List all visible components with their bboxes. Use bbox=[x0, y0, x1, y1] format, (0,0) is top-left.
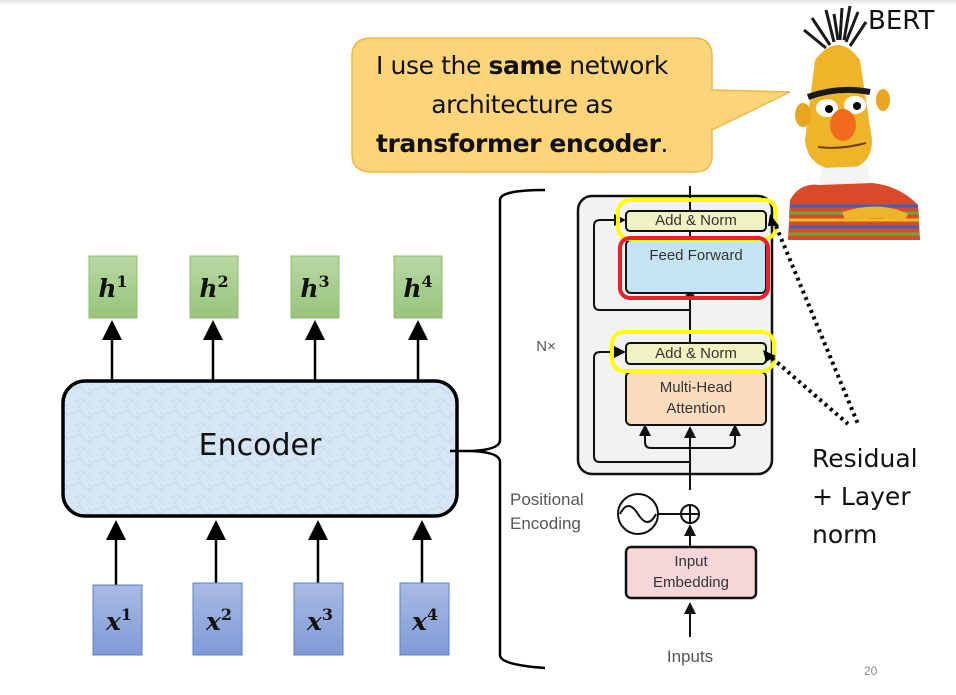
residual-path-bottom bbox=[593, 346, 690, 463]
bert-collar bbox=[818, 166, 872, 187]
side-note-line-1: Residual bbox=[812, 444, 918, 473]
repeat-label: N× bbox=[536, 338, 556, 355]
add-norm-bottom-highlight bbox=[610, 330, 776, 373]
bert-ear-right bbox=[876, 89, 890, 111]
input-box-x1 bbox=[92, 584, 143, 656]
bubble-text-same: same bbox=[488, 51, 563, 80]
sine-wave-icon bbox=[619, 505, 657, 523]
input-box-x4 bbox=[399, 582, 450, 656]
encoder-label: Encoder bbox=[198, 428, 322, 463]
output-box-h4 bbox=[393, 255, 443, 319]
speech-bubble-shape bbox=[351, 37, 791, 173]
feed-forward-highlight bbox=[618, 236, 770, 300]
add-norm-top-label: Add & Norm bbox=[655, 212, 737, 229]
bert-nose bbox=[830, 109, 856, 141]
output-box-h2 bbox=[189, 255, 239, 319]
encoder-box bbox=[61, 379, 459, 518]
input-tokens bbox=[92, 582, 450, 656]
input-box-x3 bbox=[293, 582, 344, 656]
bert-sweater bbox=[788, 183, 920, 240]
bert-eyebrow bbox=[806, 86, 871, 100]
speech-bubble-text: I use the same network architecture as t… bbox=[352, 46, 692, 163]
output-label-h4: h4 bbox=[403, 272, 433, 303]
page-number: 20 bbox=[864, 664, 878, 678]
bubble-text-transformer-encoder: transformer encoder bbox=[375, 129, 661, 158]
bubble-text-period: . bbox=[660, 129, 669, 158]
speech-bubble bbox=[351, 37, 791, 173]
curly-brace bbox=[469, 188, 546, 670]
output-box-h1 bbox=[88, 255, 138, 319]
positional-encoding-label: Positional Encoding bbox=[510, 490, 584, 533]
dotted-pointer-top bbox=[774, 225, 860, 425]
input-label-x2: x2 bbox=[205, 605, 233, 636]
side-note-line-2: + Layer bbox=[812, 482, 911, 511]
output-label-h2: h2 bbox=[199, 272, 229, 303]
output-box-h3 bbox=[290, 255, 340, 319]
input-embedding-label: Input Embedding bbox=[653, 553, 729, 591]
bert-hair bbox=[803, 5, 868, 50]
side-note-line-3: norm bbox=[812, 520, 878, 549]
bert-label: BERT bbox=[868, 6, 935, 36]
input-label-x3: x3 bbox=[306, 605, 334, 636]
input-label-x1: x1 bbox=[105, 605, 133, 636]
add-norm-top-block bbox=[625, 210, 767, 232]
output-tokens bbox=[88, 255, 443, 319]
residual-path-top bbox=[593, 214, 690, 311]
bubble-text-1: I use the bbox=[376, 51, 489, 80]
add-norm-bottom-label: Add & Norm bbox=[655, 345, 737, 362]
input-label-x4: x4 bbox=[411, 605, 439, 636]
input-box-x2 bbox=[192, 582, 243, 656]
inputs-label: Inputs bbox=[666, 647, 714, 666]
bert-mouth bbox=[817, 142, 867, 149]
residual-layer-norm-note: Residual + Layer norm bbox=[812, 440, 918, 554]
output-arrows bbox=[102, 320, 428, 381]
top-shadow bbox=[0, 0, 956, 6]
input-embedding-block bbox=[624, 545, 758, 600]
dotted-pointer-bottom bbox=[770, 356, 850, 426]
multi-head-attention-label: Multi-Head Attention bbox=[659, 379, 733, 417]
bert-ear-left bbox=[795, 103, 811, 127]
feed-forward-label: Feed Forward bbox=[649, 247, 743, 264]
bert-head bbox=[805, 45, 872, 170]
output-label-h1: h1 bbox=[98, 272, 128, 303]
bert-character-image bbox=[788, 5, 920, 240]
attention-qkv-split bbox=[644, 434, 736, 449]
bubble-text-2: network architecture as bbox=[431, 51, 668, 119]
input-arrows bbox=[106, 520, 432, 585]
output-label-h3: h3 bbox=[300, 272, 330, 303]
